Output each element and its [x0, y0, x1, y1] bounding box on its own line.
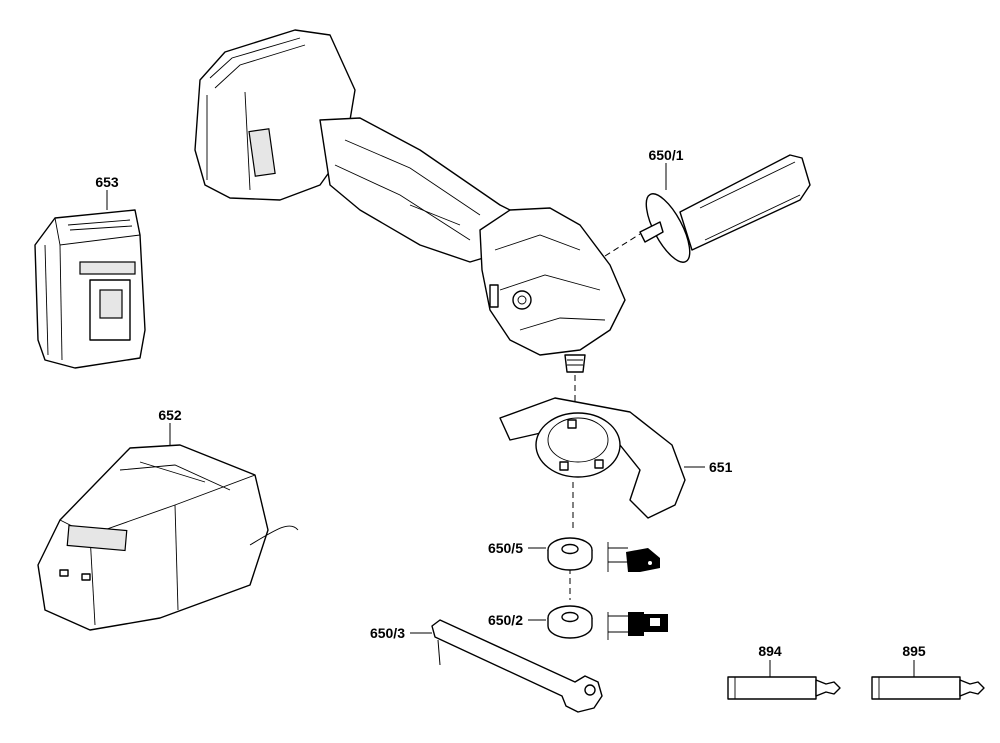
- wheel-guard-651: [499, 397, 686, 519]
- label-651: 651: [709, 459, 733, 475]
- handle-axis-line: [604, 233, 641, 257]
- label-895: 895: [902, 643, 926, 659]
- label-650-2: 650/2: [488, 612, 523, 628]
- label-894: 894: [758, 643, 782, 659]
- grease-tube-895: [871, 676, 985, 700]
- label-652: 652: [158, 407, 182, 423]
- clamping-nut-650-5: [547, 537, 593, 571]
- spanner-650-3: [431, 619, 603, 713]
- grease-tube-894: [727, 676, 841, 700]
- side-handle-650-1: [639, 154, 811, 263]
- charger-652: [37, 444, 299, 631]
- mounting-flange-650-2: [547, 605, 593, 639]
- flange-profile-icon-2: [607, 612, 668, 640]
- battery-pack-653: [34, 209, 146, 369]
- angle-grinder-body: [194, 29, 626, 373]
- label-650-5: 650/5: [488, 540, 523, 556]
- label-653: 653: [95, 174, 119, 190]
- flange-profile-icon-1: [607, 542, 660, 572]
- label-650-3: 650/3: [370, 625, 405, 641]
- label-650-1: 650/1: [648, 147, 683, 163]
